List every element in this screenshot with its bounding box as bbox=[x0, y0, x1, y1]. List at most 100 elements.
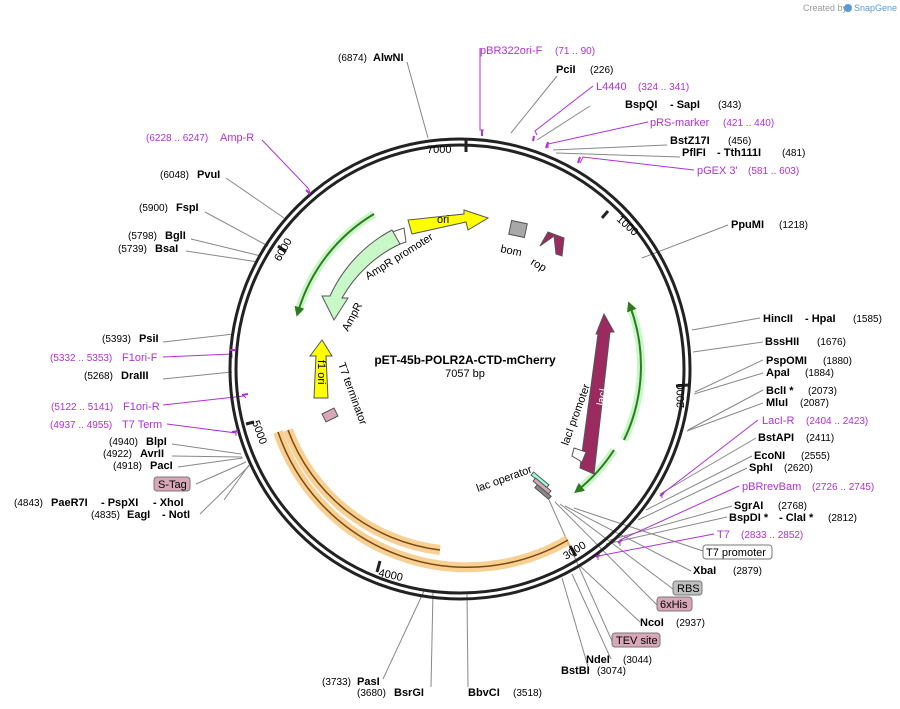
mlui-pos: (2087) bbox=[800, 398, 829, 409]
tth111i-site: - Tth111I bbox=[717, 147, 761, 159]
sgrai-pos: (2768) bbox=[778, 501, 807, 512]
pspomi-site: PspOMI bbox=[766, 355, 807, 367]
ppumi-pos: (1218) bbox=[779, 220, 808, 231]
primer-pgex-name: pGEX 3' bbox=[697, 165, 738, 177]
bsshii-pos: (1676) bbox=[817, 337, 846, 348]
primer-lacir-name: LacI-R bbox=[762, 415, 794, 427]
ndei-pos: (3044) bbox=[623, 655, 652, 666]
primer-f1orif-range: (5332 .. 5353) bbox=[50, 353, 112, 364]
primer-pbrrev-name: pBRrevBam bbox=[742, 481, 801, 493]
ndei-site: NdeI bbox=[586, 654, 610, 666]
credit-brand: SnapGene bbox=[854, 3, 897, 13]
xbai-pos: (2879) bbox=[733, 566, 762, 577]
sapi-site: - SapI bbox=[670, 99, 700, 111]
his-tag-box bbox=[656, 596, 693, 612]
hincii-pos: (1585) bbox=[853, 314, 882, 325]
alwni-site: AlwNI bbox=[373, 52, 404, 64]
primer-pbrrev-range: (2726 .. 2745) bbox=[812, 482, 874, 493]
avrii-site: AvrII bbox=[140, 448, 164, 460]
credit-text: Created by bbox=[803, 3, 848, 13]
s-tag-label: S-Tag bbox=[158, 479, 187, 491]
rbs-box bbox=[672, 580, 703, 596]
noti-site: - NotI bbox=[162, 509, 190, 521]
laci-promoter-feature bbox=[571, 447, 587, 463]
avrii-pos: (4922) bbox=[103, 449, 132, 460]
primer-ampr-name: Amp-R bbox=[220, 132, 254, 144]
tick-1000: 1000 bbox=[614, 213, 640, 238]
primer-prs-name: pRS-marker bbox=[650, 117, 710, 129]
bom-feature bbox=[508, 219, 528, 239]
rop-feature bbox=[539, 231, 565, 257]
backbone-inner bbox=[234, 143, 686, 595]
primer-ampr-range: (6228 .. 6247) bbox=[146, 133, 208, 144]
bsai-site: BsaI bbox=[155, 243, 178, 255]
primer-l4440-name: L4440 bbox=[596, 81, 627, 93]
plasmid-name: pET-45b-POLR2A-CTD-mCherry bbox=[374, 353, 556, 367]
eagi-site: EagI bbox=[127, 509, 150, 521]
plasmid-length: 7057 bp bbox=[445, 368, 485, 380]
psii-site: PsiI bbox=[139, 333, 159, 345]
pspomi-pos: (1880) bbox=[823, 356, 852, 367]
pflfi-site: PflFI bbox=[682, 147, 706, 159]
bsai-pos: (5739) bbox=[118, 244, 147, 255]
f1-ori-label: f1 ori bbox=[315, 360, 327, 384]
orf-arrow-lower bbox=[574, 449, 615, 494]
ampr-feature bbox=[321, 229, 401, 322]
primer-t7term-name: T7 Term bbox=[122, 419, 162, 431]
tick-5000: 5000 bbox=[249, 419, 269, 446]
t7-terminator-label: T7 terminator bbox=[335, 361, 369, 427]
snapgene-logo-icon bbox=[844, 4, 852, 12]
primer-l4440-range: (324 .. 341) bbox=[638, 82, 689, 93]
s-tag-box bbox=[153, 476, 191, 492]
primer-prs-range: (421 .. 440) bbox=[723, 118, 774, 129]
draiii-pos: (5268) bbox=[84, 371, 113, 382]
ampr-label: AmpR bbox=[340, 301, 365, 334]
econi-pos: (2555) bbox=[801, 451, 830, 462]
primer-f1orif-name: F1ori-F bbox=[122, 352, 158, 364]
hincii-site: HincII bbox=[763, 313, 793, 325]
primer-lacir-range: (2404 .. 2423) bbox=[806, 416, 868, 427]
laci-feature bbox=[579, 312, 615, 475]
sgrai-site: SgrAI bbox=[734, 500, 763, 512]
rop-label: rop bbox=[529, 256, 549, 274]
backbone-outer bbox=[228, 137, 692, 601]
hpai-site: - HpaI bbox=[805, 313, 836, 325]
bspqi-pos: (343) bbox=[718, 100, 741, 111]
bspdi-pos: (2812) bbox=[828, 513, 857, 524]
bsrgi-pos: (3680) bbox=[357, 688, 386, 699]
ncoi-site: NcoI bbox=[640, 617, 664, 629]
paer7i-site: PaeR7I bbox=[51, 497, 88, 509]
primer-pbr322ori-name: pBR322ori-F bbox=[480, 45, 543, 57]
lac-operator-cluster bbox=[530, 471, 552, 501]
bbvci-pos: (3518) bbox=[513, 688, 542, 699]
bstz17i-pos: (456) bbox=[728, 136, 751, 147]
blpi-site: BlpI bbox=[146, 436, 167, 448]
leader-lines bbox=[162, 61, 764, 688]
primer-t7-name: T7 bbox=[717, 529, 730, 541]
ppumi-site: PpuMI bbox=[731, 219, 764, 231]
laci-label: lacI bbox=[595, 388, 610, 407]
f1-ori-feature bbox=[309, 339, 333, 399]
sphi-pos: (2620) bbox=[784, 463, 813, 474]
alwni-pos: (6874) bbox=[338, 53, 367, 64]
clai-site: - ClaI * bbox=[779, 512, 814, 524]
bgli-pos: (5798) bbox=[128, 231, 157, 242]
bgli-site: BglI bbox=[165, 230, 186, 242]
draiii-site: DraIII bbox=[121, 370, 149, 382]
xbai-site: XbaI bbox=[693, 565, 716, 577]
ori-feature bbox=[407, 209, 490, 235]
apai-pos: (1884) bbox=[805, 368, 834, 379]
tick-marks bbox=[245, 140, 689, 573]
blpi-pos: (4940) bbox=[109, 437, 138, 448]
sphi-site: SphI bbox=[749, 462, 773, 474]
primer-t7-range: (2833 .. 2852) bbox=[741, 530, 803, 541]
bcli-site: BclI * bbox=[766, 385, 794, 397]
ncoi-pos: (2937) bbox=[676, 618, 705, 629]
bstapi-site: BstAPI bbox=[758, 432, 794, 444]
orf-arrow-left bbox=[294, 213, 375, 317]
primer-f1orir-range: (5122 .. 5141) bbox=[51, 402, 113, 413]
apai-site: ApaI bbox=[766, 367, 790, 379]
paer7i-pos: (4843) bbox=[14, 498, 43, 509]
bbvci-site: BbvCI bbox=[468, 687, 500, 699]
